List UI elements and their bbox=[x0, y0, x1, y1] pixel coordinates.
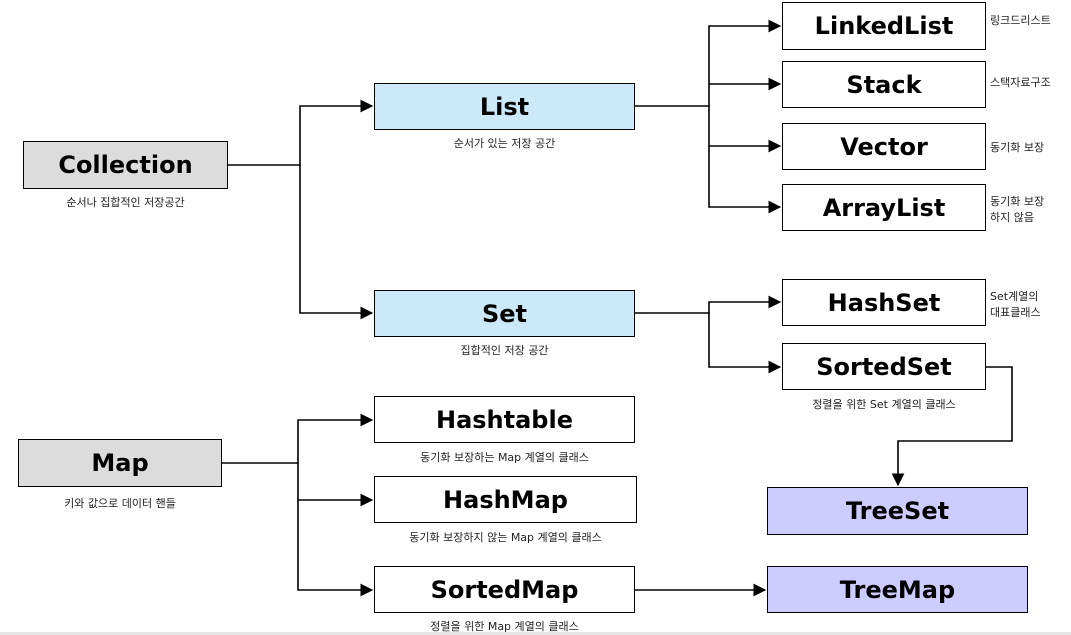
edge-set-sortedset bbox=[708, 313, 782, 374]
edge-map-hashmap bbox=[297, 463, 374, 507]
edge-map-sortedmap bbox=[297, 500, 374, 597]
node-treeset[interactable]: TreeSet bbox=[767, 487, 1028, 535]
node-hashset[interactable]: HashSet bbox=[782, 279, 986, 326]
note-arraylist-line1: 동기화 보장 bbox=[990, 195, 1045, 208]
node-linkedlist[interactable]: LinkedList bbox=[782, 2, 986, 50]
node-vector[interactable]: Vector bbox=[782, 123, 986, 170]
edge-list-linkedlist bbox=[635, 19, 782, 107]
node-collection[interactable]: Collection bbox=[23, 141, 228, 189]
node-stack[interactable]: Stack bbox=[782, 61, 986, 108]
note-stack: 스택자료구조 bbox=[990, 76, 1051, 89]
edge-map-hashtable bbox=[222, 413, 374, 464]
edge-list-vector bbox=[708, 106, 782, 153]
bottom-rule bbox=[0, 632, 1071, 635]
caption-sortedset: 정렬을 위한 Set 계열의 클래스 bbox=[812, 398, 956, 411]
node-list[interactable]: List bbox=[374, 83, 635, 130]
node-sortedmap[interactable]: SortedMap bbox=[374, 566, 635, 613]
caption-map: 키와 값으로 데이터 핸들 bbox=[64, 497, 176, 510]
note-linkedlist: 링크드리스트 bbox=[990, 14, 1051, 27]
node-treemap[interactable]: TreeMap bbox=[767, 566, 1028, 613]
caption-set: 집합적인 저장 공간 bbox=[460, 344, 549, 357]
node-map[interactable]: Map bbox=[18, 439, 222, 487]
note-vector: 동기화 보장 bbox=[990, 141, 1045, 154]
edge-set-hashset bbox=[635, 295, 782, 314]
node-arraylist[interactable]: ArrayList bbox=[782, 184, 986, 231]
note-hashset-line1: Set계열의 bbox=[990, 290, 1039, 303]
caption-collection: 순서나 집합적인 저장공간 bbox=[66, 196, 185, 209]
edge-list-arraylist bbox=[708, 146, 782, 214]
caption-sortedmap: 정렬을 위한 Map 계열의 클래스 bbox=[430, 620, 579, 633]
node-hashmap[interactable]: HashMap bbox=[374, 476, 637, 523]
note-hashset-line2: 대표클래스 bbox=[990, 306, 1041, 319]
node-sortedset[interactable]: SortedSet bbox=[782, 343, 986, 390]
caption-hashmap: 동기화 보장하지 않는 Map 계열의 클래스 bbox=[409, 531, 602, 544]
edge-collection-set bbox=[299, 165, 374, 320]
note-arraylist-line2: 하지 않음 bbox=[990, 211, 1034, 224]
node-set[interactable]: Set bbox=[374, 290, 635, 337]
caption-hashtable: 동기화 보장하는 Map 계열의 클래스 bbox=[420, 451, 589, 464]
node-hashtable[interactable]: Hashtable bbox=[374, 396, 635, 443]
edge-collection-list bbox=[228, 99, 374, 166]
edge-sortedset-treeset bbox=[891, 366, 1013, 487]
caption-list: 순서가 있는 저장 공간 bbox=[453, 137, 556, 150]
